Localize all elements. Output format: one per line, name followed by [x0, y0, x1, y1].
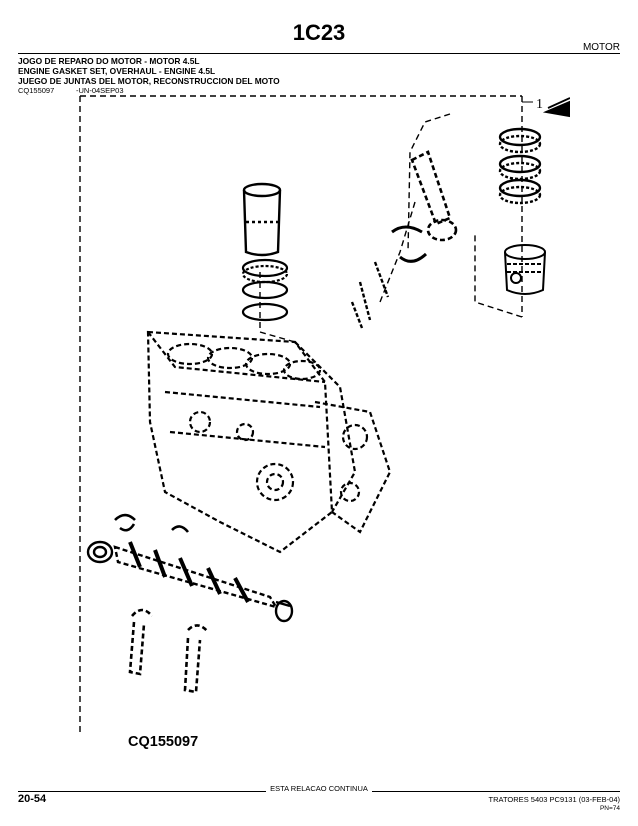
header-rule — [18, 53, 620, 54]
footer-sub: PN=74 — [599, 805, 620, 812]
title-english: ENGINE GASKET SET, OVERHAUL - ENGINE 4.5… — [18, 66, 216, 76]
piston — [504, 244, 546, 295]
title-spanish: JUEGO DE JUNTAS DEL MOTOR, RECONSTRUCCIO… — [18, 76, 280, 86]
reference-code: CQ155097 — [18, 86, 55, 95]
engine-exploded-diagram: 1 — [79, 95, 570, 732]
crankshaft — [86, 540, 294, 623]
page-code: 1C23 — [292, 20, 346, 45]
continued-text: ESTA RELACAO CONTINUA — [266, 784, 372, 793]
rod-bolts — [350, 261, 390, 329]
section-label: MOTOR — [582, 42, 620, 53]
reference-date: -UN-04SEP03 — [76, 86, 124, 95]
cylinder-liner — [242, 182, 282, 257]
footer-info: TRATORES 5403 PC9131 (03-FEB-04) — [488, 795, 620, 804]
assembly-dash-lines — [79, 95, 523, 732]
title-portuguese: JOGO DE REPARO DO MOTOR - MOTOR 4.5L — [18, 56, 200, 66]
piston-rings — [498, 127, 542, 205]
rod-bearings — [391, 225, 428, 263]
continued-note: ESTA RELACAO CONTINUA — [0, 784, 638, 793]
page-number: 20-54 — [18, 793, 47, 805]
figure-caption: CQ155097 — [128, 734, 199, 750]
callout-number: 1 — [536, 97, 543, 112]
direction-arrow — [542, 97, 570, 118]
connecting-rod — [410, 150, 458, 242]
liner-seals — [241, 258, 289, 322]
lower-rods — [128, 608, 209, 694]
engine-block — [146, 330, 392, 554]
main-bearings — [114, 513, 190, 533]
